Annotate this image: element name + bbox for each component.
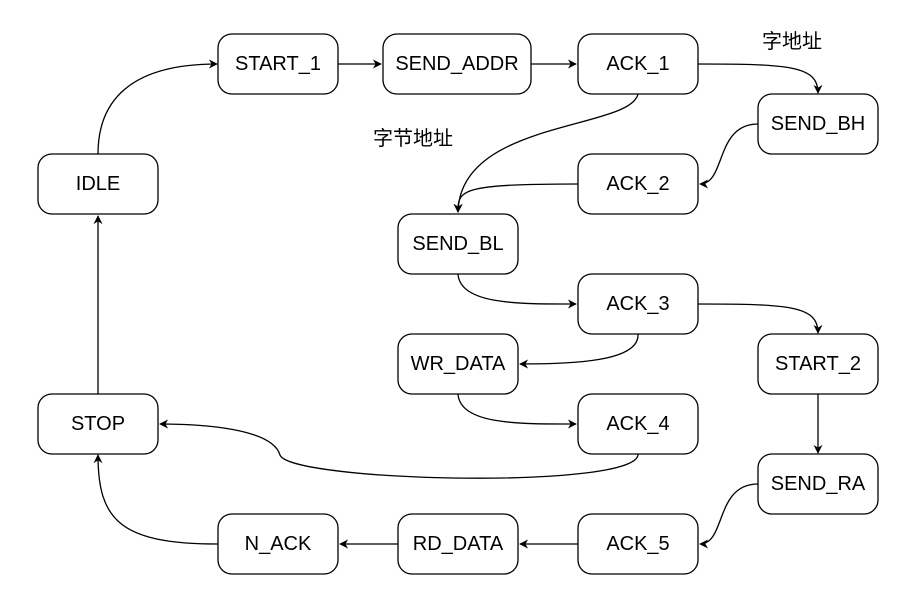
label-byte-address: 字节地址 (373, 126, 453, 150)
state-ack-4: ACK_4 (577, 393, 699, 455)
state-label: ACK_3 (606, 293, 669, 315)
state-label: START_1 (235, 53, 321, 75)
state-label: STOP (71, 413, 125, 435)
state-label: WR_DATA (411, 353, 506, 375)
state-start-2: START_2 (757, 333, 879, 395)
label-word-address: 字地址 (762, 29, 822, 53)
edge-wrdata-ack4 (457, 393, 577, 429)
state-label: SEND_RA (771, 473, 866, 495)
edge-ack3-start2 (697, 303, 823, 334)
state-label: IDLE (76, 173, 120, 195)
state-rd-data: RD_DATA (397, 513, 519, 575)
edge-sendbh-ack2 (699, 123, 759, 189)
edges (93, 59, 823, 549)
state-idle: IDLE (37, 153, 159, 215)
state-label: ACK_1 (606, 53, 669, 75)
state-label: ACK_2 (606, 173, 669, 195)
edge-ack1-sendbh (697, 63, 823, 94)
state-label: ACK_4 (606, 413, 669, 435)
state-ack-1: ACK_1 (577, 33, 699, 95)
state-send-addr: SEND_ADDR (382, 33, 532, 95)
state-ack-2: ACK_2 (577, 153, 699, 215)
edge-idle-start1 (97, 59, 218, 155)
state-label: START_2 (775, 353, 861, 375)
state-ack-3: ACK_3 (577, 273, 699, 335)
edge-sendbl-ack3 (457, 273, 577, 309)
state-wr-data: WR_DATA (397, 333, 519, 395)
edge-ack1-sendbl (453, 93, 639, 213)
state-label: RD_DATA (413, 533, 504, 555)
state-label: SEND_ADDR (395, 53, 518, 75)
edge-ack3-wrdata (519, 333, 639, 369)
edge-ack2-sendbl (453, 183, 579, 213)
state-label: SEND_BH (771, 113, 865, 135)
state-send-bh: SEND_BH (757, 93, 879, 155)
state-ack-5: ACK_5 (577, 513, 699, 575)
state-label: ACK_5 (606, 533, 669, 555)
state-stop: STOP (37, 393, 159, 455)
edge-nack-stop (93, 454, 219, 545)
edge-sendra-ack5 (699, 483, 759, 549)
state-label: SEND_BL (412, 233, 503, 255)
state-send-bl: SEND_BL (397, 213, 519, 275)
state-start-1: START_1 (217, 33, 339, 95)
state-send-ra: SEND_RA (757, 453, 879, 515)
state-label: N_ACK (245, 533, 312, 555)
state-n-ack: N_ACK (217, 513, 339, 575)
edge-ack4-stop (159, 419, 639, 479)
